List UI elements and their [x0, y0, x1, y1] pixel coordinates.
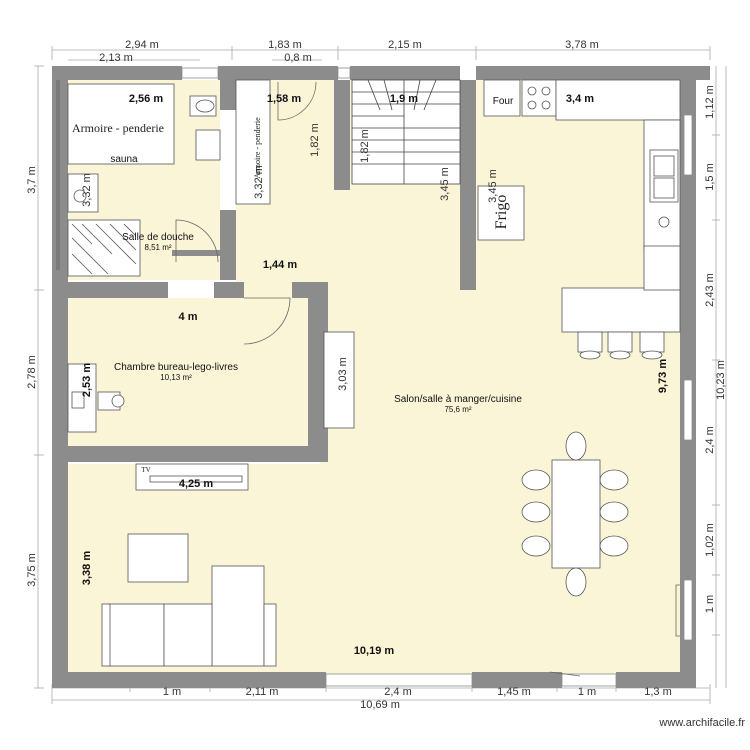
dim-bottom-2: 2,11 m: [246, 686, 279, 698]
label-wardrobe: Armoire - penderie: [72, 121, 164, 135]
walls: [52, 66, 710, 688]
stool-2: [607, 331, 633, 353]
dim-bottom-5: 1 m: [578, 686, 596, 698]
island: [561, 287, 681, 333]
stool-1: [577, 331, 603, 353]
dim-bath-width: 2,56 m: [129, 93, 163, 105]
dim-door-182b: 1,82 m: [359, 129, 371, 163]
dim-wardrobe-width: 1,58 m: [267, 93, 301, 105]
windows: [181, 67, 693, 687]
furniture-labels: Armoire - penderie sauna Armoire - pende…: [72, 96, 514, 474]
staircase: [351, 79, 461, 185]
doors: [175, 81, 680, 677]
dim-right-6: 1 m: [704, 595, 716, 613]
dim-top-1: 2,94 m: [125, 39, 159, 51]
dim-right-2: 1,5 m: [704, 163, 716, 191]
toilet-bowl: [195, 99, 215, 113]
dim-tv-width: 4,25 m: [179, 478, 213, 490]
room-name-living: Salon/salle à manger/cuisine: [394, 394, 522, 405]
label-tv: TV: [141, 466, 150, 474]
dim-living-height: 9,73 m: [657, 359, 669, 393]
dim-hall-width: 1,44 m: [263, 259, 297, 271]
dim-right-5: 1,02 m: [704, 523, 716, 557]
label-fridge: Frigo: [493, 195, 510, 230]
bathroom-fixtures: [67, 83, 221, 277]
dimension-labels: 2,94 m 1,83 m 2,15 m 3,78 m 2,13 m 0,8 m…: [26, 39, 727, 711]
lounge-furniture: [101, 463, 277, 667]
sink: [195, 129, 221, 161]
wardrobe-hall: [235, 79, 271, 205]
oven: [483, 79, 521, 117]
label-oven: Four: [493, 96, 514, 107]
dim-bottom-4: 1,45 m: [497, 686, 531, 698]
dim-top-inner-2: 0,8 m: [284, 52, 312, 64]
dim-living-width: 10,19 m: [354, 645, 395, 657]
dim-bottom-total: 10,69 m: [360, 699, 400, 711]
dim-bedroom-height-b: 3,03 m: [337, 357, 349, 391]
label-wardrobe-hall: Armoire - penderie: [253, 117, 262, 179]
sofa-seat-2: [163, 603, 213, 667]
dim-right-1: 1,12 m: [704, 85, 716, 119]
fridge: [477, 185, 525, 241]
dim-bottom-3: 2,4 m: [384, 686, 412, 698]
sofa-chaise: [211, 565, 265, 667]
dim-bedroom-width: 4 m: [179, 311, 198, 323]
dim-bath-height: 3,32 m: [81, 173, 93, 207]
kitchen: [477, 79, 681, 360]
dim-bedroom-height: 2,53 m: [81, 363, 93, 397]
watermark: www.archifacile.fr: [658, 717, 745, 729]
counter-right: [643, 245, 681, 291]
wardrobe-bath: [67, 83, 175, 165]
dim-top-4: 3,78 m: [565, 39, 599, 51]
shower: [67, 219, 141, 277]
sofa-seat-1: [107, 603, 165, 667]
stool-3: [639, 331, 665, 353]
dim-kitchen-width: 3,4 m: [566, 93, 594, 105]
dim-top-3: 2,15 m: [388, 39, 422, 51]
dim-wardrobe-height: 3,32 m: [253, 165, 265, 199]
dim-stairs-width: 1,9 m: [390, 93, 418, 105]
room-labels: Salle de douche 8,51 m² Chambre bureau-l…: [114, 232, 522, 414]
dim-lounge-height: 3,38 m: [81, 551, 93, 585]
dim-left-2: 2,78 m: [26, 355, 38, 389]
dining-set: [521, 431, 629, 597]
dim-stairs-height-a: 3,45 m: [439, 167, 451, 201]
cooktop: [521, 79, 557, 117]
dim-right-4: 2,4 m: [704, 426, 716, 454]
dim-bottom-6: 1,3 m: [644, 686, 672, 698]
room-area-living: 75,6 m²: [444, 405, 471, 414]
dim-stairs-height-b: 3,45 m: [487, 169, 499, 203]
coffee-table: [127, 533, 189, 583]
dining-table: [551, 459, 601, 569]
dim-top-inner-1: 2,13 m: [99, 52, 133, 64]
dim-top-2: 1,83 m: [268, 39, 302, 51]
counter-top: [555, 79, 681, 121]
dim-right-total: 10,23 m: [715, 360, 727, 400]
room-name-bathroom: Salle de douche: [122, 232, 194, 243]
bookshelf: [323, 331, 355, 429]
dim-left-3: 3,75 m: [26, 553, 38, 587]
dim-right-3: 2,43 m: [704, 273, 716, 307]
room-name-bedroom: Chambre bureau-lego-livres: [114, 362, 238, 373]
dim-door-182a: 1,82 m: [309, 123, 321, 157]
dim-left-1: 3,7 m: [26, 166, 38, 194]
label-sauna: sauna: [110, 154, 138, 165]
bedroom-furniture: [67, 331, 355, 433]
dim-bottom-1: 1 m: [163, 686, 181, 698]
room-area-bedroom: 10,13 m²: [160, 373, 192, 382]
room-area-bathroom: 8,51 m²: [144, 243, 171, 252]
